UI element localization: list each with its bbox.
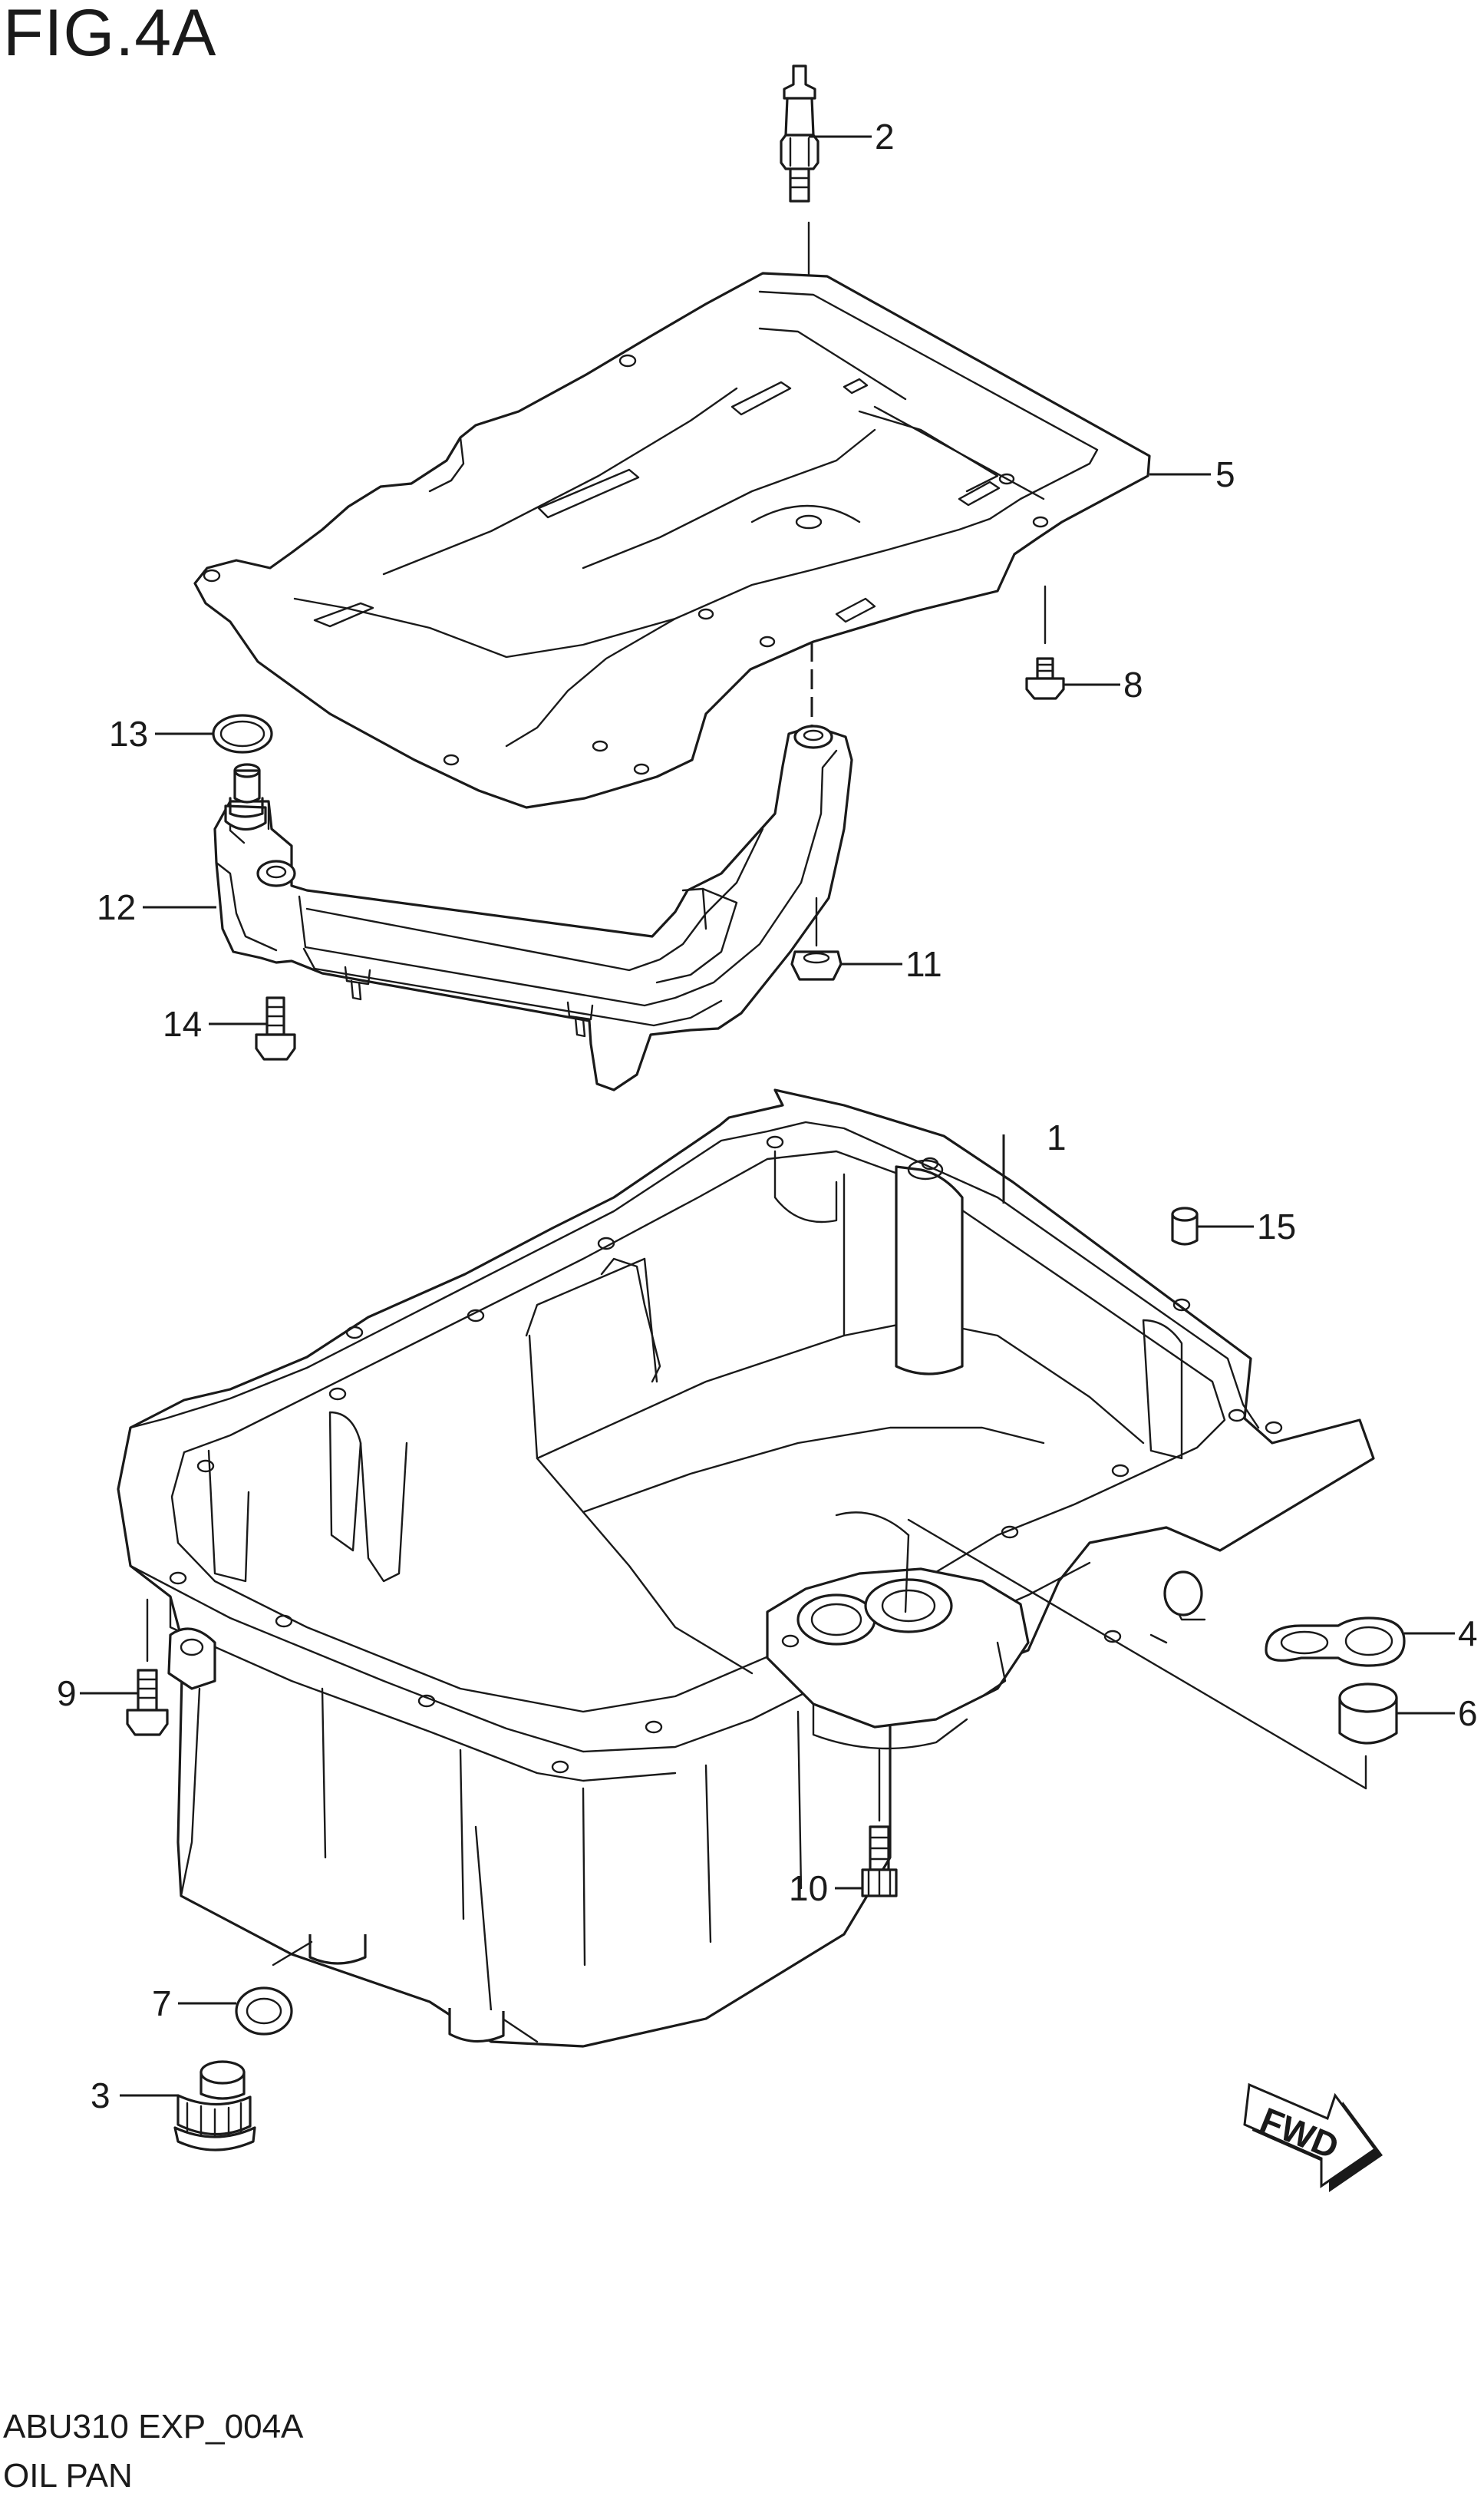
part-label-1: 1 — [1047, 1118, 1067, 1157]
part-label-14: 14 — [163, 1004, 202, 1044]
part-3-drain-plug — [120, 2060, 256, 2151]
part-label-4: 4 — [1458, 1613, 1478, 1653]
part-label-6: 6 — [1458, 1693, 1478, 1733]
part-9-bolt — [80, 1598, 169, 1736]
part-label-10: 10 — [789, 1868, 828, 1908]
part-label-13: 13 — [109, 714, 148, 754]
part-4-o-ring-gasket — [1265, 1616, 1455, 1667]
part-label-11: 11 — [905, 944, 942, 984]
part-7-washer — [178, 1940, 313, 2036]
part-label-2: 2 — [875, 117, 895, 157]
part-15-dowel-pin — [1171, 1207, 1254, 1246]
fwd-direction-badge: FWD — [1243, 2082, 1383, 2192]
figure-title: FIG.4A — [3, 0, 217, 70]
part-label-3: 3 — [91, 2075, 110, 2115]
diagram-caption: OIL PAN — [3, 2457, 133, 2495]
part-10-bolt — [835, 1749, 898, 1897]
part-11-nut — [790, 897, 902, 981]
part-14-bolt — [209, 996, 296, 1061]
part-8-bolt — [1025, 585, 1120, 700]
part-5-baffle-plate — [193, 272, 1211, 809]
part-label-8: 8 — [1123, 665, 1143, 705]
part-13-o-ring — [155, 714, 273, 754]
part-label-12: 12 — [97, 887, 136, 927]
part-1-oil-pan — [117, 1088, 1375, 2048]
part-6-cap — [1338, 1682, 1455, 1745]
part-label-9: 9 — [57, 1673, 77, 1713]
part-label-5: 5 — [1215, 454, 1235, 494]
part-label-7: 7 — [152, 1983, 172, 2023]
part-label-15: 15 — [1257, 1207, 1296, 1247]
part-2-stud-bolt — [780, 64, 872, 203]
drawing-code: ABU310 EXP_004A — [3, 2408, 304, 2445]
part-12-strainer-holder — [143, 725, 853, 1091]
